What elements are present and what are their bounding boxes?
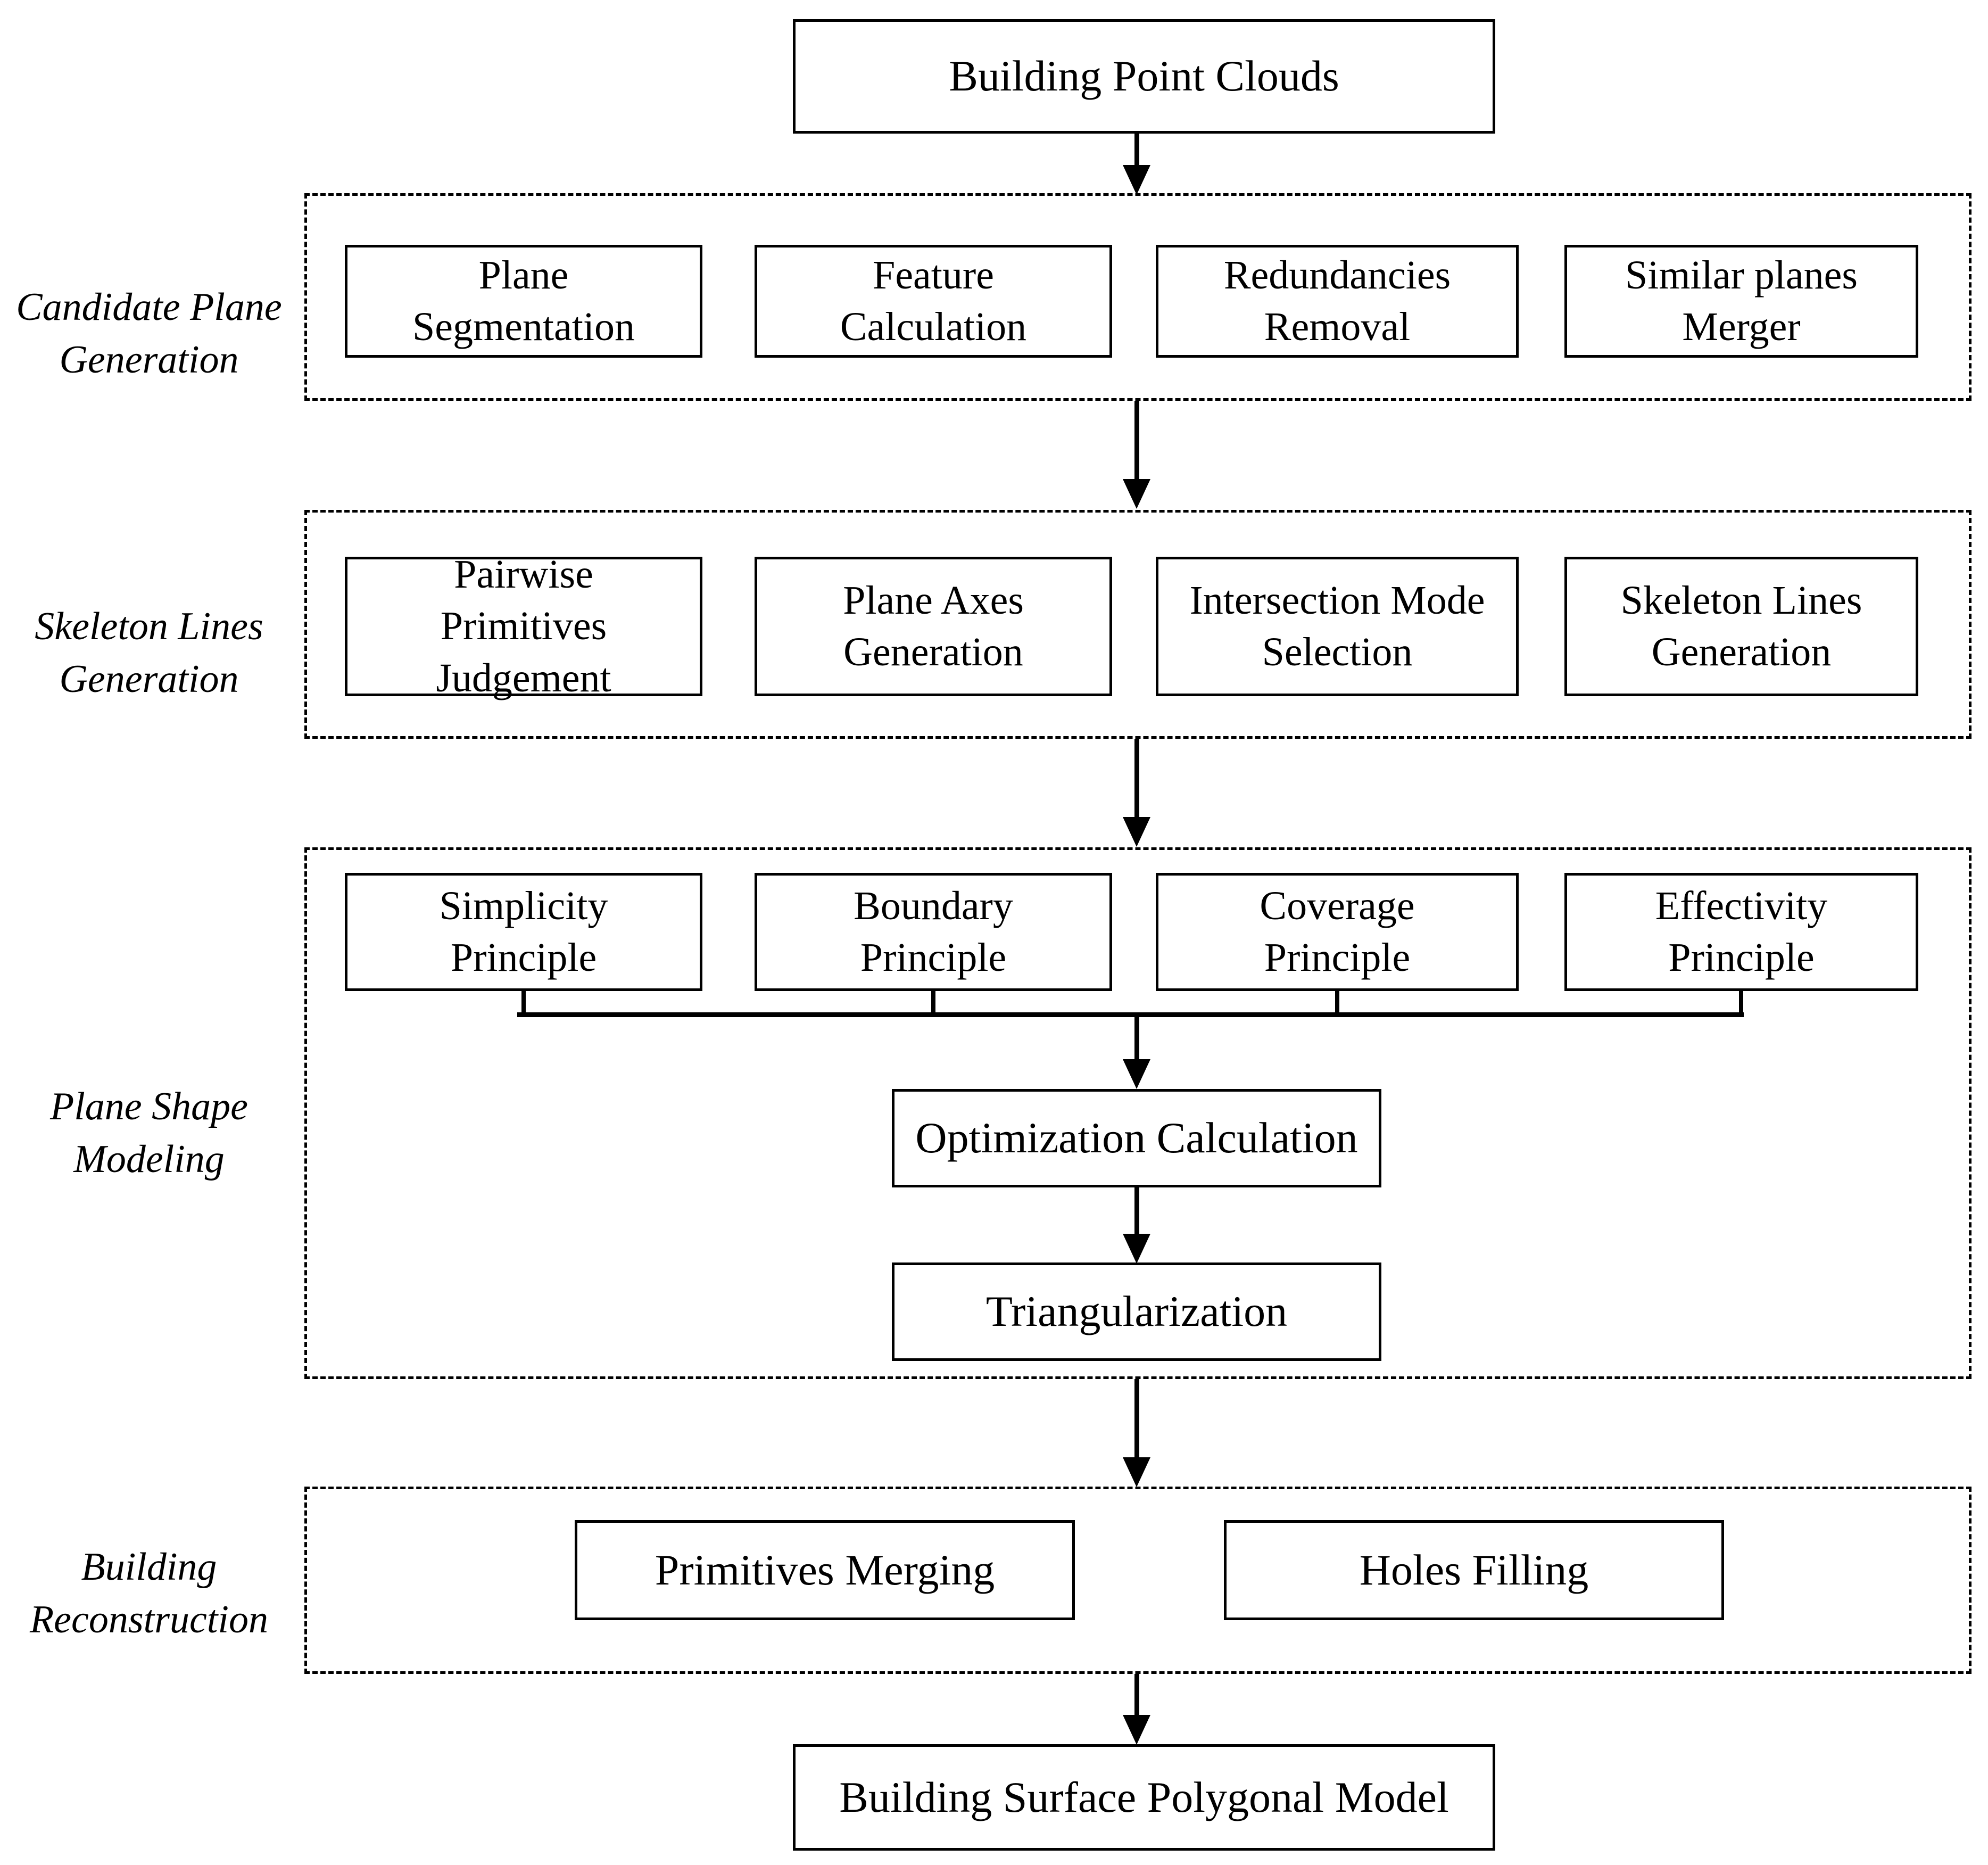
connector-optimization-to-triangularization <box>1134 1187 1139 1243</box>
connector-stub-coverage <box>1335 991 1339 1017</box>
node-label: Optimization Calculation <box>915 1113 1358 1162</box>
arrowhead-input-to-stage1 <box>1123 165 1150 195</box>
arrowhead-stage2-to-stage3 <box>1123 817 1150 847</box>
node-holes-filling: Holes Filling <box>1224 1520 1724 1620</box>
connector-stage3-to-stage4 <box>1134 1379 1139 1468</box>
node-label: Primitives Merging <box>655 1545 995 1594</box>
node-label: Triangularization <box>985 1287 1288 1336</box>
node-label: Building Point Clouds <box>949 52 1339 101</box>
stage-skeleton-lines-generation <box>304 510 1972 739</box>
node-label: Holes Filling <box>1359 1545 1589 1594</box>
connector-stub-effectivity <box>1739 991 1743 1017</box>
node-triangularization: Triangularization <box>892 1262 1381 1361</box>
node-label: Building Surface Polygonal Model <box>839 1772 1449 1821</box>
stage-plane-shape-modeling <box>304 847 1972 1379</box>
connector-input-to-stage1 <box>1134 134 1139 172</box>
stage-candidate-plane-generation <box>304 193 1972 401</box>
node-building-point-clouds: Building Point Clouds <box>793 19 1495 134</box>
node-building-surface-polygonal-model: Building Surface Polygonal Model <box>793 1744 1495 1851</box>
connector-stub-simplicity <box>521 991 526 1017</box>
connector-stage4-to-output <box>1134 1674 1139 1722</box>
connector-stub-boundary <box>931 991 935 1017</box>
connector-bus-to-optimization <box>1134 1012 1139 1070</box>
connector-stage2-to-stage3 <box>1134 739 1139 828</box>
arrowhead-bus-to-optimization <box>1123 1059 1150 1089</box>
arrowhead-stage4-to-output <box>1123 1715 1150 1745</box>
connector-bus-principles <box>517 1012 1744 1017</box>
arrowhead-stage1-to-stage2 <box>1123 479 1150 509</box>
stage-building-reconstruction <box>304 1487 1972 1674</box>
arrowhead-optimization-to-triangularization <box>1123 1234 1150 1264</box>
node-optimization-calculation: Optimization Calculation <box>892 1089 1381 1187</box>
connector-stage1-to-stage2 <box>1134 401 1139 490</box>
node-primitives-merging: Primitives Merging <box>575 1520 1075 1620</box>
arrowhead-stage3-to-stage4 <box>1123 1457 1150 1487</box>
